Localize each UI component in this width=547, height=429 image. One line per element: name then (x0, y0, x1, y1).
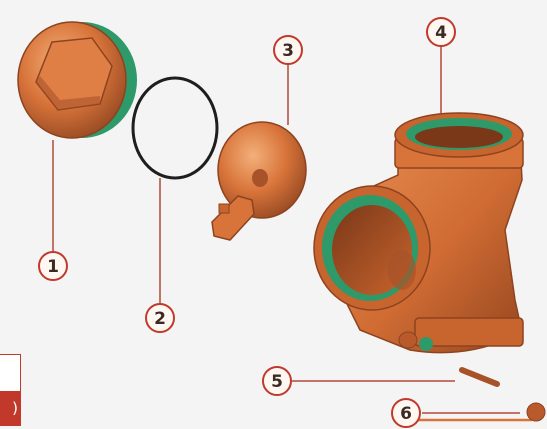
callout-1: 1 (39, 252, 67, 280)
callout-5: 5 (263, 367, 291, 395)
callout-4: 4 (427, 18, 455, 46)
callout-label: 1 (47, 257, 59, 277)
screw-part (410, 403, 545, 421)
o-ring-part (133, 78, 217, 178)
disc-part (212, 122, 306, 240)
callout-2: 2 (146, 304, 174, 332)
plug-part (18, 22, 137, 138)
callout-6: 6 (392, 399, 420, 427)
callout-label: 3 (282, 41, 294, 61)
screw-head-icon (527, 403, 545, 421)
callout-label: 2 (154, 309, 166, 329)
callout-3: 3 (274, 36, 302, 64)
edge-tab: ) (0, 391, 21, 426)
callout-label: 4 (435, 23, 447, 43)
drain-boss (399, 332, 417, 348)
hinge-arm (212, 196, 254, 240)
valve-body-part (314, 113, 523, 353)
pin-part (462, 370, 497, 384)
callout-label: 5 (271, 372, 283, 392)
callout-label: 6 (400, 404, 412, 424)
